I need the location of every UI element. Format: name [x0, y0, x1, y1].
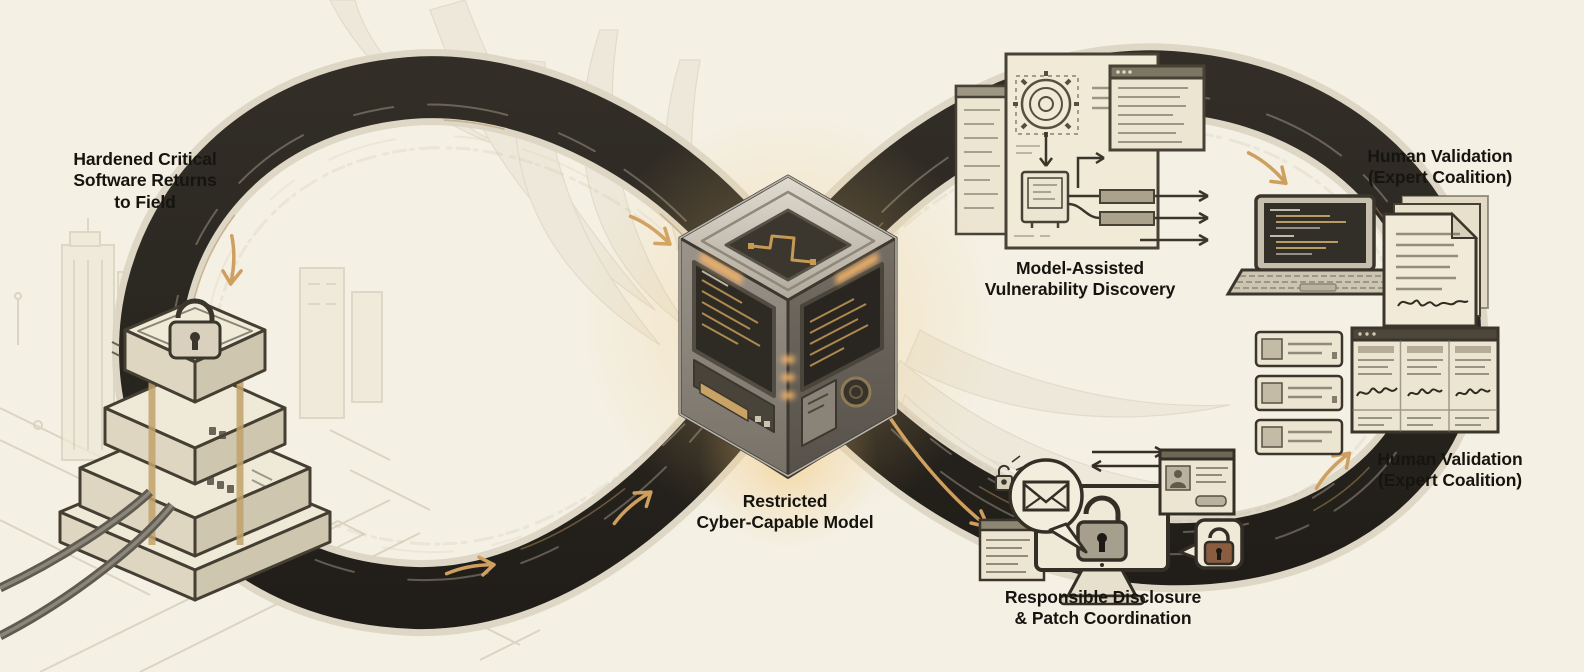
small-doc-window — [978, 518, 1046, 582]
envelope-bubble-icon — [1008, 458, 1088, 554]
disclosure-illustration — [978, 445, 1244, 606]
label-vulnerability-discovery: Model-Assisted Vulnerability Discovery — [984, 258, 1176, 300]
signature-icon — [1356, 387, 1491, 397]
laptop-icon — [1225, 194, 1405, 296]
cube-top-circuit — [724, 208, 852, 282]
cube-glow-strips — [700, 252, 878, 399]
label-restricted-model: Restricted Cyber-Capable Model — [696, 491, 874, 533]
blueprint-document-illustration — [954, 52, 1209, 250]
cables — [0, 488, 176, 641]
contact-card-window — [1158, 448, 1236, 516]
label-human-validation-top: Human Validation (Expert Coalition) — [1367, 146, 1513, 188]
human-validation-illustration — [1225, 194, 1500, 456]
label-hardened-software: Hardened Critical Software Returns to Fi… — [73, 149, 217, 212]
signature-grid-window — [1350, 326, 1500, 434]
flowchart-arrows — [1039, 132, 1209, 247]
cube-screen-left — [692, 260, 776, 433]
lock-bubble-icon — [1178, 518, 1244, 570]
cube-screen-right — [800, 262, 884, 447]
model-cube-illustration — [678, 174, 898, 479]
label-responsible-disclosure: Responsible Disclosure & Patch Coordinat… — [1004, 587, 1202, 629]
crate-markings — [111, 341, 273, 493]
server-stack-illustration — [0, 298, 332, 641]
cube-knob — [840, 376, 872, 408]
flow-monitor-icon — [1020, 170, 1070, 228]
review-rows — [1254, 330, 1344, 456]
straps — [148, 382, 244, 545]
signature-icon — [1397, 299, 1469, 307]
label-human-validation-bottom: Human Validation (Expert Coalition) — [1377, 449, 1523, 491]
code-window — [1108, 64, 1206, 152]
padlock-icon — [168, 298, 222, 360]
signed-documents-illustration — [1382, 195, 1489, 328]
